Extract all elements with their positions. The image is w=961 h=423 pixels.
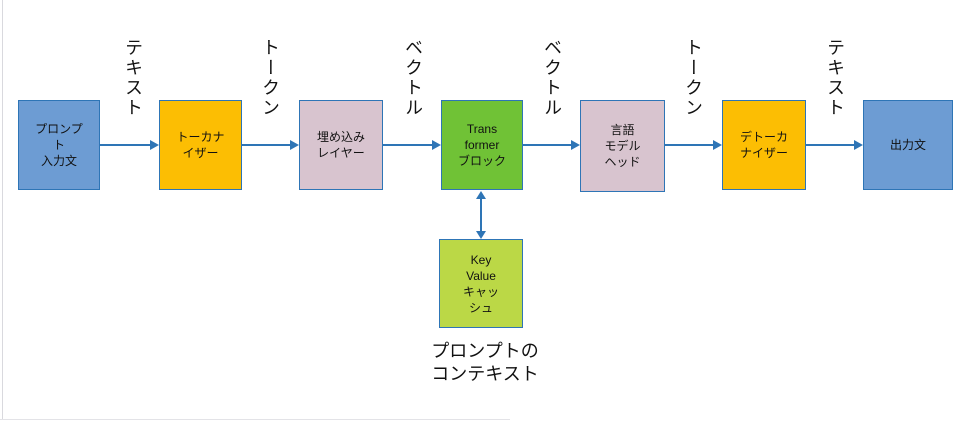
edge-label-text-2: テキスト bbox=[825, 38, 845, 118]
arrow-lmhead-to-detokenizer bbox=[665, 139, 722, 151]
arrowhead-right-icon bbox=[713, 140, 722, 150]
arrow-transformer-kvcache-bidirectional bbox=[475, 191, 487, 239]
node-transformer-block: Trans former ブロック bbox=[441, 100, 523, 190]
node-tokenizer: トーカナ イザー bbox=[159, 100, 242, 190]
arrow-shaft bbox=[100, 144, 152, 146]
node-tokenizer-label: トーカナ イザー bbox=[176, 130, 225, 160]
arrow-shaft bbox=[480, 197, 482, 233]
arrowhead-right-icon bbox=[571, 140, 580, 150]
node-prompt-input-label: プロンプ ト 入力文 bbox=[35, 122, 83, 168]
node-prompt-input: プロンプ ト 入力文 bbox=[18, 100, 100, 190]
edge-label-vector-1: ベクトル bbox=[403, 38, 423, 118]
arrowhead-right-icon bbox=[290, 140, 299, 150]
node-embedding-layer-label: 埋め込み レイヤー bbox=[316, 130, 365, 160]
edge-label-vector-2: ベクトル bbox=[542, 38, 562, 118]
arrowhead-down-icon bbox=[476, 231, 486, 239]
arrow-embedding-to-transformer bbox=[383, 139, 441, 151]
node-transformer-block-label: Trans former ブロック bbox=[457, 122, 506, 168]
node-lm-head-label: 言語 モデル ヘッド bbox=[604, 123, 641, 169]
arrow-shaft bbox=[383, 144, 434, 146]
arrowhead-right-icon bbox=[432, 140, 441, 150]
node-detokenizer-label: デトーカ ナイザー bbox=[739, 130, 788, 160]
arrow-shaft bbox=[242, 144, 292, 146]
arrow-shaft bbox=[806, 144, 856, 146]
kv-cache-caption: プロンプトの コンテキスト bbox=[431, 341, 539, 384]
node-output-text-label: 出力文 bbox=[889, 138, 926, 152]
node-output-text: 出力文 bbox=[863, 100, 953, 190]
edge-label-text-1: テキスト bbox=[123, 38, 143, 118]
arrow-tokenizer-to-embedding bbox=[242, 139, 299, 151]
node-kv-cache: Key Value キャッ シュ bbox=[439, 239, 523, 328]
edge-label-token-2: トークン bbox=[683, 38, 703, 118]
slide-border-bottom bbox=[0, 419, 510, 420]
arrow-detokenizer-to-output bbox=[806, 139, 863, 151]
arrow-transformer-to-lmhead bbox=[523, 139, 580, 151]
arrowhead-right-icon bbox=[854, 140, 863, 150]
arrowhead-right-icon bbox=[150, 140, 159, 150]
node-kv-cache-label: Key Value キャッ シュ bbox=[462, 252, 499, 315]
arrow-shaft bbox=[523, 144, 573, 146]
slide-border-left bbox=[2, 0, 3, 419]
node-embedding-layer: 埋め込み レイヤー bbox=[299, 100, 383, 190]
arrow-prompt-to-tokenizer bbox=[100, 139, 159, 151]
edge-label-token-1: トークン bbox=[260, 38, 280, 118]
node-lm-head: 言語 モデル ヘッド bbox=[580, 100, 665, 192]
arrow-shaft bbox=[665, 144, 715, 146]
node-detokenizer: デトーカ ナイザー bbox=[722, 100, 806, 190]
arrowhead-up-icon bbox=[476, 191, 486, 199]
